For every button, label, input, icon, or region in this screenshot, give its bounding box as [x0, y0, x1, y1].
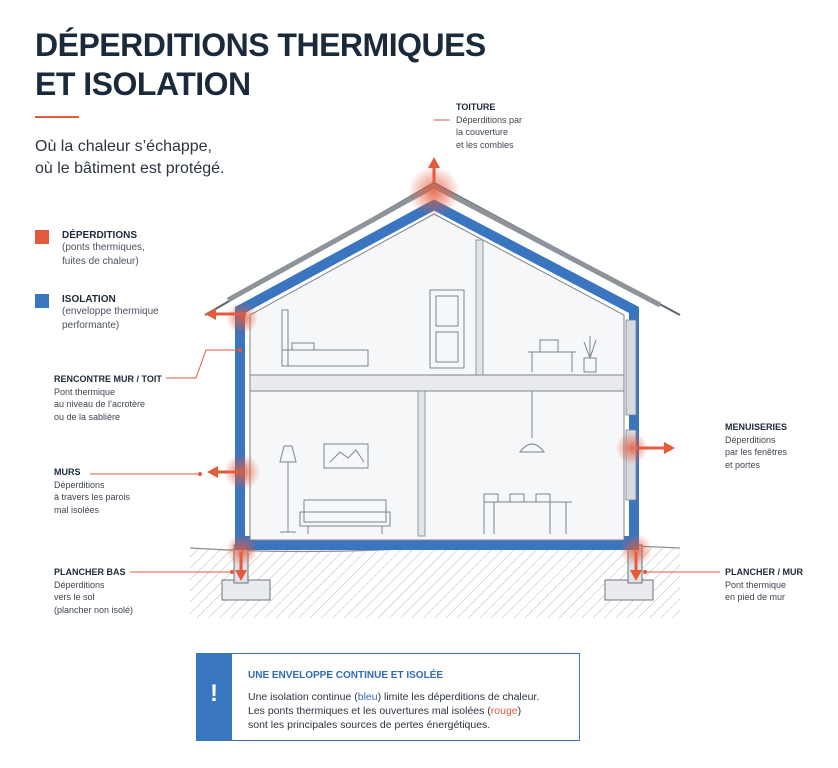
wall-roof-heat-arrowhead — [205, 308, 216, 320]
label-plancher-bas-line-1: Déperditions — [54, 579, 105, 590]
callout-line-1-blue: bleu — [357, 691, 378, 703]
sofa-icon — [299, 499, 391, 534]
label-toiture-title: TOITURE — [456, 102, 496, 112]
callout-line-2-pre: Les ponts thermiques et les ouvertures m… — [248, 705, 491, 717]
title-underline — [35, 116, 79, 118]
leader-rencontre — [166, 349, 240, 379]
window-heat-arrowhead — [664, 442, 675, 454]
label-rencontre: RENCONTRE MUR / TOIT Pont thermique au n… — [54, 373, 162, 423]
callout-body: Une isolation continue (bleu) limite les… — [248, 690, 573, 732]
label-menuiseries-line-1: Déperditions — [725, 434, 776, 445]
label-murs-line-1: Déperditions — [54, 479, 105, 490]
window-frame-lower — [625, 429, 637, 501]
label-rencontre-line-3: ou de la sablière — [54, 411, 121, 422]
callout-title: UNE ENVELOPPE CONTINUE ET ISOLÉE — [248, 670, 444, 681]
label-rencontre-line-2: au niveau de l’acrotère — [54, 399, 146, 409]
label-toiture-line-2: la couverture — [456, 127, 509, 137]
callout-line-2-red: rouge — [490, 705, 518, 717]
subtitle-line-2: où le bâtiment est protégé. — [35, 160, 225, 177]
label-plancher-bas-line-2: vers le sol — [54, 592, 95, 602]
subtitle-line-1: Où la chaleur s’échappe, — [35, 138, 212, 155]
legend-loss-desc-2: fuites de chaleur) — [62, 256, 139, 267]
info-callout — [196, 653, 580, 741]
label-menuiseries-line-2: par les fenêtres — [725, 447, 788, 457]
legend-insulation-title: ISOLATION — [62, 294, 116, 305]
dining-table-icon — [483, 493, 572, 534]
label-plancher-mur: PLANCHER / MUR Pont thermique en pied de… — [725, 566, 803, 604]
label-menuiseries-title: MENUISERIES — [725, 422, 788, 432]
label-plancher-mur-title: PLANCHER / MUR — [725, 567, 803, 577]
plant-icon — [583, 336, 597, 373]
title-line-1: DÉPERDITIONS THERMIQUES — [35, 27, 486, 63]
callout-line-1: Une isolation continue (bleu) limite les… — [248, 690, 573, 704]
roof-heat-arrowhead — [428, 157, 440, 168]
lower-partition — [417, 390, 426, 537]
intermediate-floor — [249, 374, 625, 392]
bed-icon — [281, 309, 369, 367]
floor-heat-glow-right — [620, 534, 652, 566]
legend-loss-desc-1: (ponts thermiques, — [62, 242, 145, 253]
label-murs-line-3: mal isolées — [54, 504, 100, 515]
floor-heat-arrowhead-right — [630, 570, 642, 581]
label-plancher-bas-title: PLANCHER BAS — [54, 567, 126, 577]
callout-line-1-post: ) limite les déperditions de chaleur. — [377, 691, 540, 703]
upper-partition — [475, 239, 484, 376]
leader-lines — [90, 119, 720, 573]
heat-loss-arrows — [205, 157, 675, 581]
leader-dot-plancher-mur — [643, 570, 647, 574]
label-toiture-line-3: et les combles — [456, 139, 514, 150]
leader-dots — [198, 348, 647, 574]
floor-heat-glow-left — [226, 534, 258, 566]
page-title: DÉPERDITIONS THERMIQUES ET ISOLATION — [35, 26, 486, 104]
label-rencontre-title: RENCONTRE MUR / TOIT — [54, 374, 162, 384]
pendant-lamp-icon — [518, 391, 546, 453]
callout-line-2: Les ponts thermiques et les ouvertures m… — [248, 704, 573, 718]
legend-loss-swatch — [35, 230, 49, 244]
floor-lamp-icon — [279, 445, 297, 533]
window-heat-glow — [616, 432, 648, 464]
label-rencontre-line-1: Pont thermique — [54, 386, 116, 397]
label-murs: MURS Déperditions à travers les parois m… — [54, 466, 130, 516]
desk-icon — [528, 339, 576, 372]
title-line-2: ET ISOLATION — [35, 66, 251, 102]
door-icon — [429, 289, 465, 369]
label-toiture-line-1: Déperditions par — [456, 114, 523, 125]
info-callout-bar — [196, 653, 232, 741]
subtitle: Où la chaleur s’échappe, où le bâtiment … — [35, 136, 224, 180]
label-murs-line-2: à travers les parois — [54, 492, 131, 502]
callout-line-2-post: ) — [517, 705, 522, 717]
legend-insulation-swatch — [35, 294, 49, 308]
label-menuiseries: MENUISERIES Déperditions par les fenêtre… — [725, 421, 787, 471]
wall-heat-arrowhead — [207, 466, 218, 478]
label-plancher-mur-line-1: Pont thermique — [725, 579, 787, 590]
leader-dot-plancher-bas — [230, 570, 234, 574]
roof-ridge-heat-glow — [408, 166, 460, 218]
label-plancher-bas: PLANCHER BAS Déperditions vers le sol (p… — [54, 566, 133, 616]
label-menuiseries-line-3: et portes — [725, 459, 761, 470]
callout-line-1-pre: Une isolation continue ( — [248, 691, 358, 703]
window-frame-upper — [625, 319, 637, 416]
legend-loss: DÉPERDITIONS (ponts thermiques, fuites d… — [62, 230, 145, 269]
label-toiture: TOITURE Déperditions par la couverture e… — [456, 101, 522, 151]
legend-insulation-desc-2: performante) — [62, 320, 120, 331]
leader-dot-murs — [198, 472, 202, 476]
legend-loss-title: DÉPERDITIONS — [62, 230, 138, 241]
floor-heat-arrowhead-left — [235, 570, 247, 581]
picture-frame-icon — [323, 443, 369, 469]
legend-insulation: ISOLATION (enveloppe thermique performan… — [62, 294, 159, 333]
wall-roof-heat-glow — [226, 302, 258, 334]
leader-dot-rencontre — [238, 348, 242, 352]
ground-hatch — [190, 548, 680, 618]
label-plancher-bas-line-3: (plancher non isolé) — [54, 604, 134, 615]
label-plancher-mur-line-2: en pied de mur — [725, 592, 786, 602]
callout-line-3: sont les principales sources de pertes é… — [248, 719, 491, 731]
legend-insulation-desc-1: (enveloppe thermique — [62, 306, 159, 317]
label-murs-title: MURS — [54, 467, 81, 477]
exclamation-icon: ! — [210, 680, 218, 707]
